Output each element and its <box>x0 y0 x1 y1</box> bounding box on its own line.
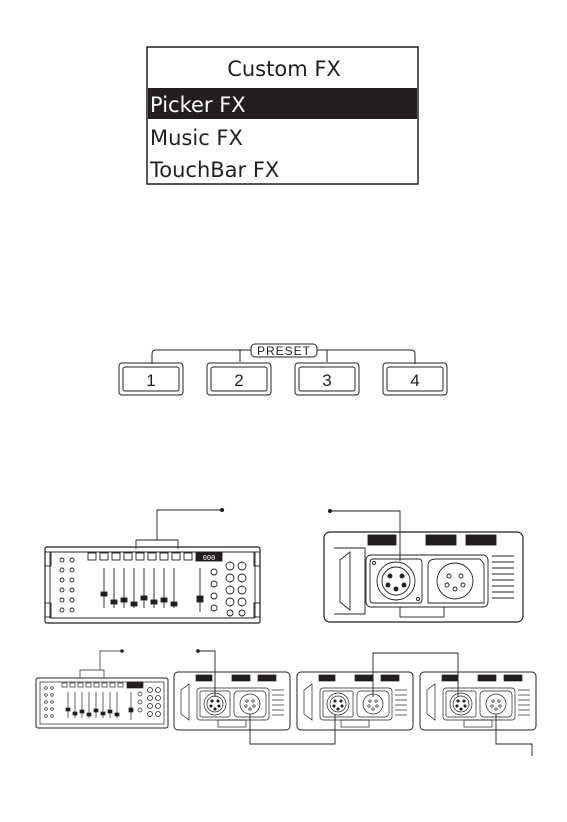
callout-dot <box>328 509 331 512</box>
dmx-cable-lines <box>197 650 532 756</box>
fixture-panel-small-2 <box>297 672 413 730</box>
preset-button-label: 2 <box>234 371 243 390</box>
dmx-out-connector <box>428 559 484 603</box>
preset-button-1[interactable]: 1 <box>119 363 183 395</box>
controller-display-text: 000 <box>203 555 216 563</box>
dmx-in-connector <box>370 559 422 603</box>
controller-faders <box>101 568 203 612</box>
controller-right-buttons <box>138 688 161 717</box>
controller-right-buttons <box>211 562 246 616</box>
lcd-menu-item-touchbar-fx[interactable]: TouchBar FX <box>149 158 279 182</box>
fixture-panel-large <box>324 509 523 622</box>
callout-dot <box>197 650 200 653</box>
callout-dot <box>121 650 124 653</box>
preset-button-2[interactable]: 2 <box>207 363 271 395</box>
preset-button-4[interactable]: 4 <box>383 363 447 395</box>
controller-left-buttons <box>60 558 74 612</box>
controller-left-buttons <box>45 687 54 718</box>
preset-button-label: 4 <box>410 371 419 390</box>
fixture-panel-small-3 <box>420 672 536 730</box>
preset-panel: PRESET 1 2 3 4 <box>119 344 447 395</box>
preset-button-label: 3 <box>322 371 331 390</box>
callout-line <box>198 651 215 697</box>
fixture-panel-body <box>324 532 523 622</box>
dmx-controller-large: 000 <box>45 508 260 623</box>
lcd-menu-item-music-fx[interactable]: Music FX <box>150 126 243 150</box>
dmx-controller-small <box>36 650 168 728</box>
fixture-vents <box>492 556 514 598</box>
callout-line <box>136 510 222 549</box>
lcd-menu: Custom FX Picker FX Music FX TouchBar FX <box>147 47 418 184</box>
fixture-panel-small-1 <box>174 672 290 730</box>
preset-button-label: 1 <box>146 371 155 390</box>
lcd-menu-item-label: Music FX <box>150 126 243 150</box>
dmx-cable-1-2 <box>250 714 335 744</box>
callout-line <box>80 651 122 678</box>
controller-scanner-buttons <box>62 683 123 687</box>
lcd-menu-item-picker-fx[interactable]: Picker FX <box>148 88 417 119</box>
controller-faders <box>66 692 133 720</box>
lcd-menu-title: Custom FX <box>227 57 341 81</box>
lcd-menu-item-label: TouchBar FX <box>149 158 279 182</box>
preset-button-3[interactable]: 3 <box>295 363 359 395</box>
preset-label: PRESET <box>257 344 311 358</box>
controller-scanner-buttons <box>88 553 192 560</box>
callout-dot <box>220 508 223 511</box>
lcd-menu-item-label: Picker FX <box>150 93 246 117</box>
